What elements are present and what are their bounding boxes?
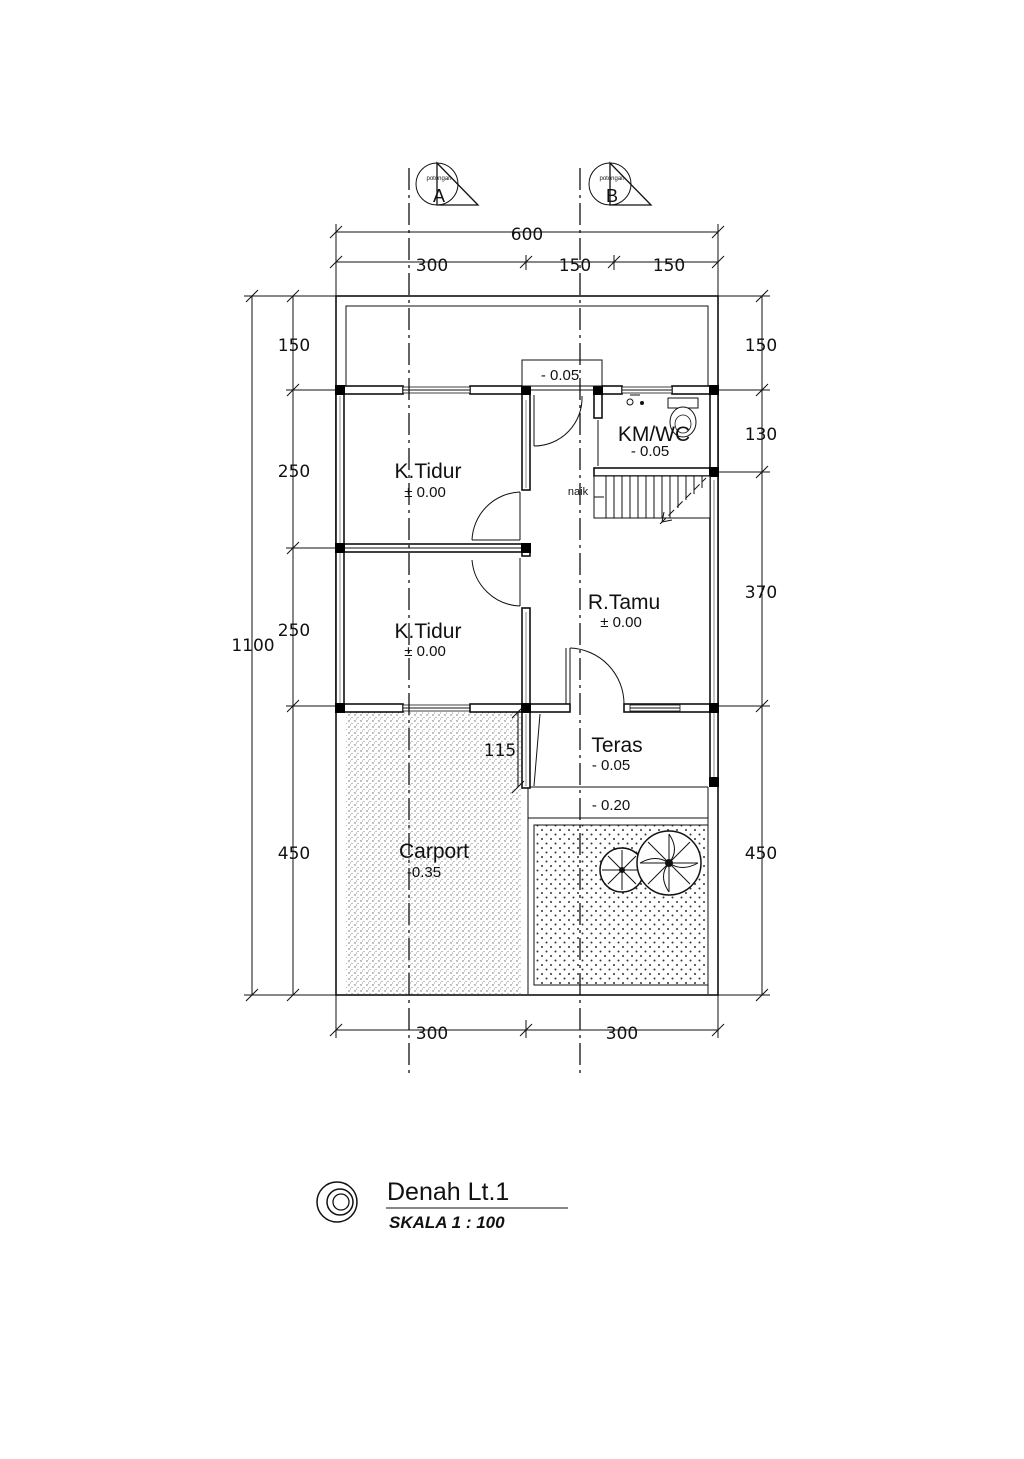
section-marker-a-letter: A (433, 186, 445, 206)
doors (471, 359, 625, 705)
drawing-title: Denah Lt.1 (387, 1178, 509, 1206)
tree-icon (599, 830, 702, 896)
room-carport-name: Carport (399, 840, 469, 863)
bottom-dimensions: 300 300 (329, 995, 725, 1044)
dim-top-total: 600 (511, 225, 543, 245)
dim-teras-depth: 115 (484, 741, 516, 761)
dim-right-part-1: 150 (745, 336, 777, 356)
level-step: - 0.20 (592, 797, 630, 814)
room-bathroom-name: KM/WC (618, 423, 690, 446)
stair-icon (593, 475, 711, 525)
dim-top-part-1: 300 (416, 256, 448, 276)
dim-left-part-1: 150 (278, 336, 310, 356)
section-marker-b-letter: B (606, 186, 618, 206)
section-marker-b-caption: potongan (599, 176, 624, 182)
room-terrace-level: - 0.05 (592, 757, 630, 774)
dim-left-part-4: 450 (278, 844, 310, 864)
dim-left-part-3: 250 (278, 621, 310, 641)
dim-right-part-4: 450 (745, 844, 777, 864)
dim-bottom-part-1: 300 (416, 1024, 448, 1044)
carport-gravel-fill (346, 712, 522, 994)
room-living-level: ± 0.00 (600, 614, 642, 631)
dim-top-part-3: 150 (653, 256, 685, 276)
section-marker-a: potongan A (415, 161, 480, 206)
top-dimensions: 600 300 150 150 (329, 224, 725, 296)
dim-top-part-2: 150 (559, 256, 591, 276)
stair-label: naik (568, 486, 589, 498)
room-living-name: R.Tamu (588, 591, 660, 614)
title-block: Denah Lt.1 SKALA 1 : 100 (316, 1178, 568, 1232)
dim-left-total: 1100 (231, 636, 274, 656)
left-dimensions: 1100 150 250 250 450 (231, 289, 336, 1002)
section-marker-a-caption: potongan (426, 176, 451, 182)
level-back-door: - 0.05 (541, 367, 579, 384)
columns (335, 385, 719, 787)
room-bedroom-1-level: ± 0.00 (404, 484, 446, 501)
dim-right-part-2: 130 (745, 425, 777, 445)
drawing-scale: SKALA 1 : 100 (389, 1213, 505, 1232)
title-symbol-icon (316, 1181, 358, 1223)
section-marker-b: potongan B (588, 161, 653, 206)
room-bedroom-2-name: K.Tidur (395, 620, 462, 643)
room-terrace-name: Teras (591, 734, 642, 757)
room-carport-level: -0.35 (407, 864, 441, 881)
room-bedroom-2-level: ± 0.00 (404, 643, 446, 660)
dim-left-part-2: 250 (278, 462, 310, 482)
toilet-icon (667, 397, 699, 438)
room-bathroom-level: - 0.05 (631, 443, 669, 460)
teras-depth-dimension: 115 (484, 705, 525, 794)
shower-icon (626, 394, 644, 406)
dim-bottom-part-2: 300 (606, 1024, 638, 1044)
dim-right-part-3: 370 (745, 583, 777, 603)
right-dimensions: 150 130 370 450 (718, 289, 777, 1002)
room-bedroom-1-name: K.Tidur (395, 460, 462, 483)
